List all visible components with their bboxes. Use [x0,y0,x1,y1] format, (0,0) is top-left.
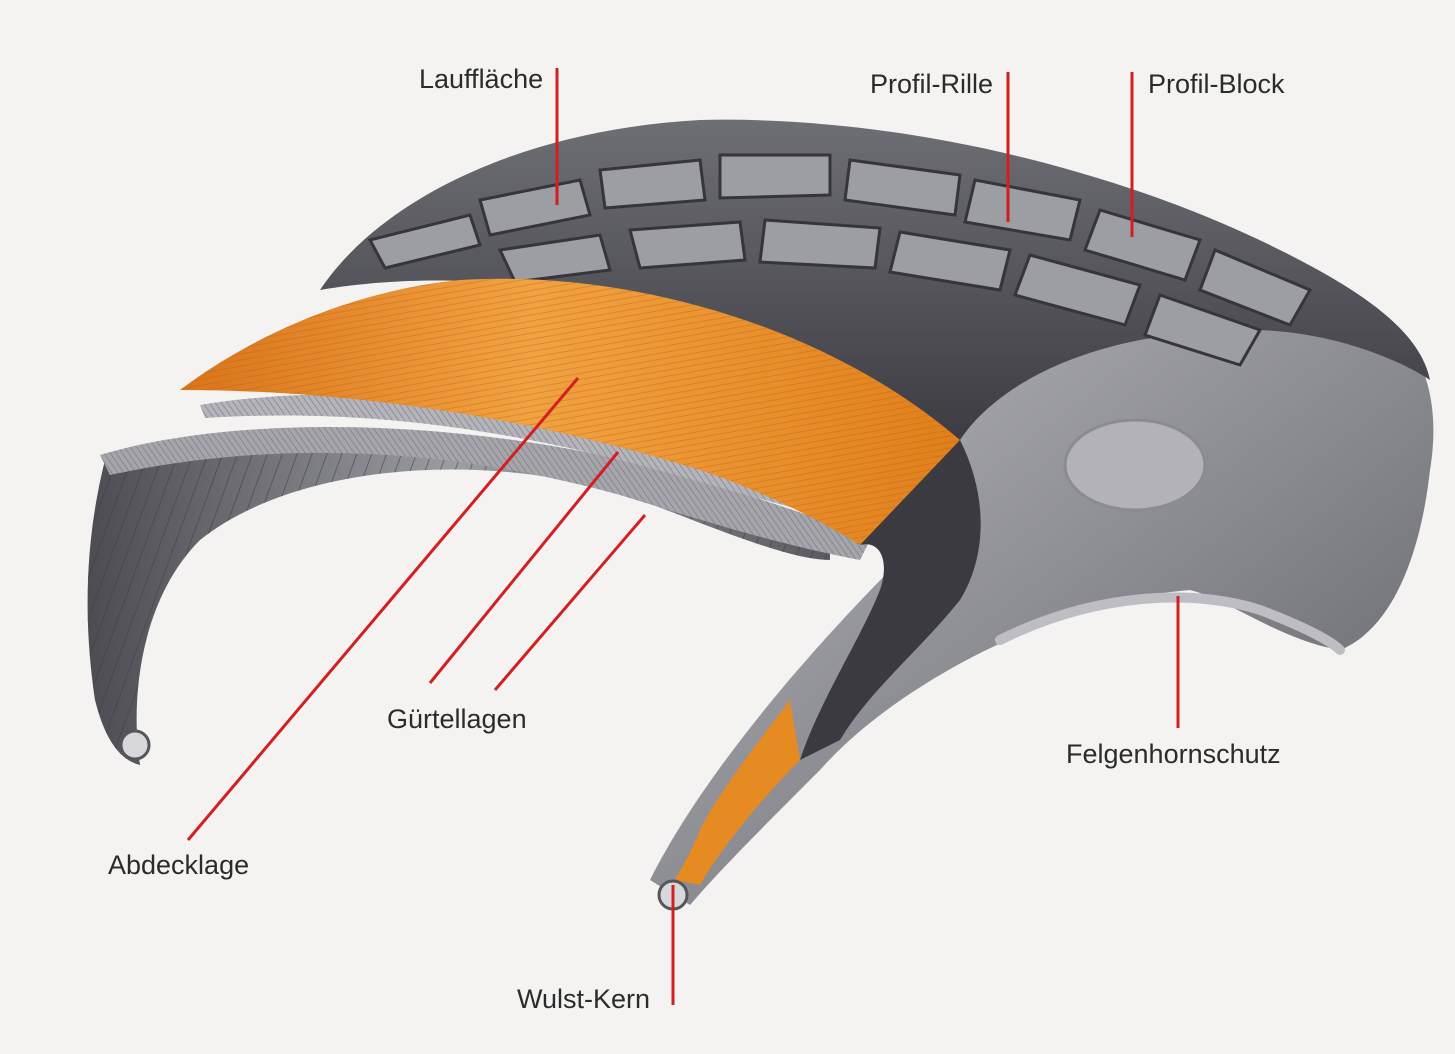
carcass-cut [800,440,981,760]
label-guertellagen: Gürtellagen [387,704,527,734]
label-profil-rille: Profil-Rille [870,69,994,99]
label-wulst-kern: Wulst-Kern [517,984,651,1014]
label-abdecklage: Abdecklage [108,850,250,880]
leader-abdecklage [186,377,580,841]
tread-band [320,119,1430,440]
label-lauffl: Lauffläche [419,64,544,94]
sidewall-right [650,300,1434,905]
label-profil-block: Profil-Block [1148,69,1285,99]
bead-filler-orange [675,700,800,885]
leader-lines [186,68,1180,1005]
tread-blocks [367,153,1313,367]
leader-guertellagen-1 [428,451,620,684]
bead-core-left [119,729,151,761]
rim-protector [995,592,1345,655]
label-felgenhornschutz: Felgenhornschutz [1066,739,1281,769]
leader-guertellagen-2 [493,514,647,691]
sidewall-emblem [1063,418,1207,512]
